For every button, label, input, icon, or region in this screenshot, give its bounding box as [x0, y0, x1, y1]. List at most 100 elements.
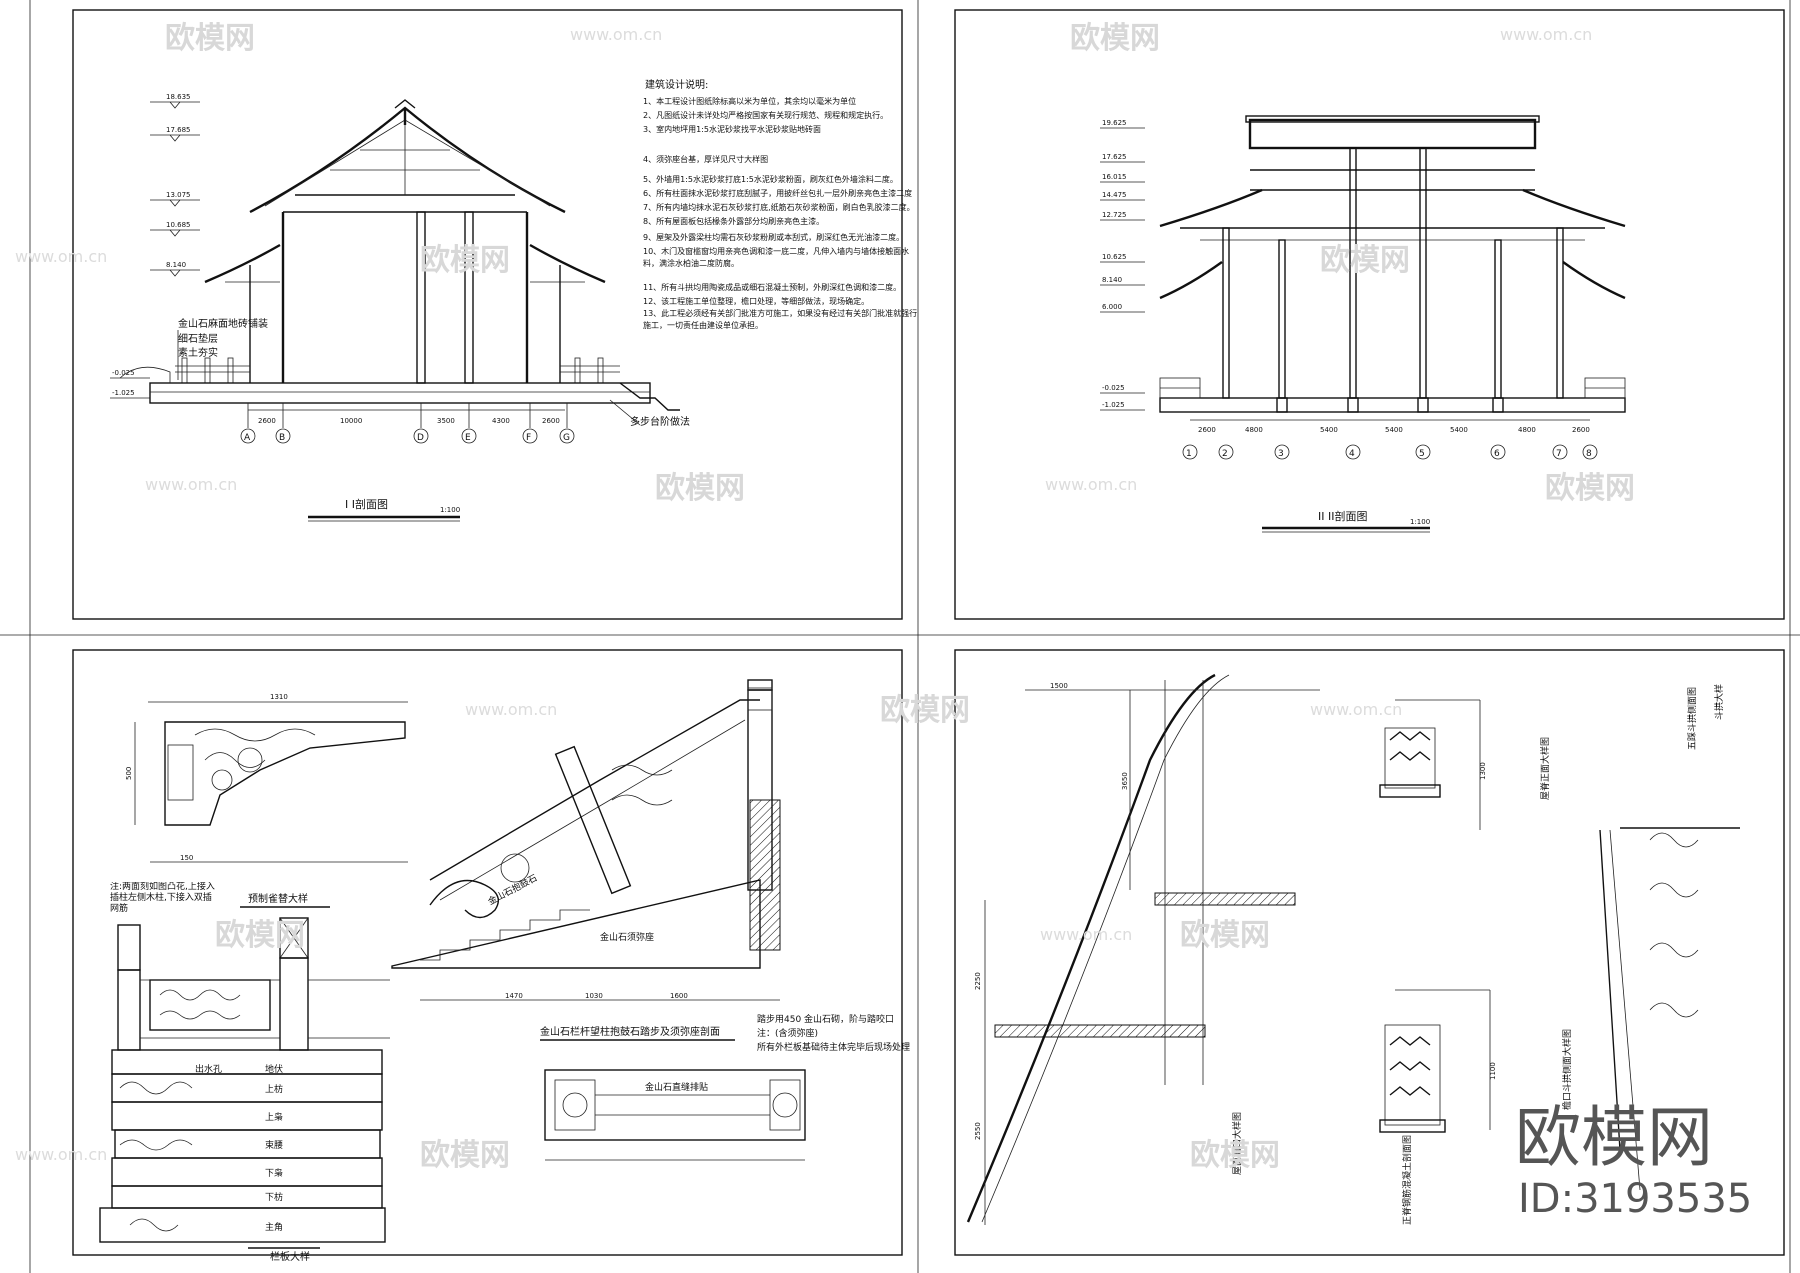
svg-text:10.625: 10.625: [1102, 253, 1127, 261]
svg-text:-0.025: -0.025: [1102, 384, 1125, 392]
watermark-brand-large: 欧模网: [1515, 1099, 1713, 1176]
svg-text:2250: 2250: [974, 972, 982, 990]
joint-title: 金山石直缝排贴: [645, 1081, 708, 1093]
svg-text:5: 5: [1419, 449, 1425, 459]
drawing-title: II II剖面图: [1318, 509, 1367, 523]
svg-text:8、所有屋面板包括椽条外露部分均刷亲亮色主漆。: 8、所有屋面板包括椽条外露部分均刷亲亮色主漆。: [643, 216, 824, 226]
svg-text:4800: 4800: [1518, 426, 1536, 434]
axis-bubbles-tr: 1 2 3 4 5 6 7 8: [1182, 444, 1598, 460]
svg-text:6、所有柱面抹水泥砂浆打底刮腻子，用披纤丝包扎一层外刷亲亮色: 6、所有柱面抹水泥砂浆打底刮腻子，用披纤丝包扎一层外刷亲亮色主漆二度: [643, 188, 912, 198]
svg-text:4300: 4300: [492, 417, 510, 425]
svg-text:6.000: 6.000: [1102, 303, 1122, 311]
svg-text:1300: 1300: [1479, 762, 1487, 780]
panel-frame-bl: [72, 649, 903, 1256]
drawing-scale: 1:100: [1410, 518, 1430, 526]
stair-title: 金山石栏杆望柱抱鼓石踏步及须弥座剖面: [540, 1025, 720, 1038]
svg-text:8: 8: [1586, 449, 1592, 459]
svg-text:1: 1: [1186, 449, 1192, 459]
dimension-line-tl: 2600 10000 3500 4300 2600: [248, 409, 565, 425]
watermark-url: www.om.cn: [1040, 925, 1132, 944]
watermark-url: www.om.cn: [570, 25, 662, 44]
watermark-brand: 欧模网: [165, 21, 255, 56]
roof-slope-section: 2250 2550 3650 1500 屋面檐口大样图: [966, 673, 1320, 1225]
podium-profile: 出水孔 地伏 上枋 上枭 束腰 下枭 下枋 主角 栏板大样: [99, 1049, 386, 1263]
panel-detail-eave: 2250 2550 3650 1500 屋面檐口大样图 1300 1100: [954, 649, 1785, 1256]
watermark-brand: 欧模网: [1545, 471, 1635, 506]
panel-section-1-1: 18.635 17.685 13.075 10.685 8.140 -0.025…: [72, 9, 917, 620]
svg-text:16.015: 16.015: [1102, 173, 1127, 181]
layer-label: 主角: [265, 1221, 283, 1233]
svg-text:G: G: [563, 433, 570, 443]
layer-label: 下枭: [265, 1167, 283, 1179]
svg-text:注：(含须弥座): 注：(含须弥座): [757, 1027, 818, 1039]
ridge-detail: 屋脊正面大样图 檐口斗拱侧面大样图 五踩斗拱侧面图 斗拱大样: [1539, 684, 1740, 1191]
svg-text:1310: 1310: [270, 693, 288, 701]
elev-label: -1.025: [112, 389, 135, 397]
dougong-detail-upper: 1300: [1379, 699, 1487, 830]
svg-text:2550: 2550: [974, 1122, 982, 1140]
dimension-line-tr: 2600 4800 5400 5400 5400 4800 2600: [1190, 419, 1590, 434]
watermark-layer: 欧模网 欧模网 欧模网 欧模网 欧模网 欧模网 欧模网 欧模网 欧模网 欧模网 …: [15, 21, 1752, 1222]
watermark-brand: 欧模网: [880, 693, 970, 728]
svg-text:檐口斗拱侧面大样图: 檐口斗拱侧面大样图: [1561, 1029, 1573, 1110]
svg-text:1500: 1500: [1050, 682, 1068, 690]
joint-plan: 金山石直缝排贴: [544, 1069, 806, 1161]
notes-title: 建筑设计说明:: [645, 78, 708, 91]
svg-text:7: 7: [1556, 449, 1562, 459]
material-label: 细石垫层: [178, 332, 218, 345]
panel-frame-tr: [954, 9, 1785, 620]
svg-text:1600: 1600: [670, 992, 688, 1000]
svg-text:2600: 2600: [542, 417, 560, 425]
material-label: 金山石麻面地砖铺装: [178, 317, 268, 330]
svg-text:五踩斗拱侧面图: 五踩斗拱侧面图: [1686, 687, 1698, 750]
watermark-url: www.om.cn: [465, 700, 557, 719]
drawing-title-tl: I I剖面图 1:100: [308, 497, 460, 522]
svg-text:3500: 3500: [437, 417, 455, 425]
watermark-url: www.om.cn: [145, 475, 237, 494]
elev-label: 8.140: [166, 261, 186, 269]
layer-label: 地伏: [265, 1063, 283, 1075]
watermark-brand: 欧模网: [420, 1138, 510, 1173]
svg-text:D: D: [417, 433, 424, 443]
railing-title: 栏板大样: [270, 1250, 310, 1263]
svg-text:17.625: 17.625: [1102, 153, 1127, 161]
axis-bubbles-tl: A B D E F G: [240, 403, 575, 444]
material-callouts: 金山石麻面地砖铺装 细石垫层 素土夯实 多步台阶做法: [177, 317, 690, 428]
svg-text:7、所有内墙均抹水泥石灰砂浆打底,纸筋石灰砂浆粉面，刷白色乳: 7、所有内墙均抹水泥石灰砂浆打底,纸筋石灰砂浆粉面，刷白色乳胶漆二度。: [643, 202, 915, 212]
svg-text:4800: 4800: [1245, 426, 1263, 434]
watermark-brand: 欧模网: [1320, 243, 1410, 278]
svg-text:金山石须弥座: 金山石须弥座: [600, 931, 654, 943]
watermark-url: www.om.cn: [1500, 25, 1592, 44]
watermark-brand: 欧模网: [215, 918, 305, 953]
svg-text:正脊钢筋混凝土剖面图: 正脊钢筋混凝土剖面图: [1401, 1135, 1413, 1225]
svg-text:5400: 5400: [1450, 426, 1468, 434]
svg-text:5、外墙用1:5水泥砂浆打底1:5水泥砂浆粉面，刷灰红色外墙: 5、外墙用1:5水泥砂浆打底1:5水泥砂浆粉面，刷灰红色外墙涂料二度。: [643, 174, 898, 184]
design-notes: 建筑设计说明: 1、本工程设计图纸除标高以米为单位，其余均以毫米为单位 2、凡图…: [643, 78, 917, 330]
step-label: 多步台阶做法: [630, 415, 690, 428]
svg-text:1100: 1100: [1489, 1062, 1497, 1080]
svg-text:500: 500: [125, 767, 133, 780]
elevation-markers-tl: 18.635 17.685 13.075 10.685 8.140 -0.025…: [110, 93, 200, 399]
elevation-markers-tr: 19.625 17.625 16.015 14.475 12.725 10.62…: [1100, 119, 1145, 411]
svg-text:2600: 2600: [1198, 426, 1216, 434]
svg-text:B: B: [279, 433, 285, 443]
svg-text:4、须弥座台基，厚详见尺寸大样图: 4、须弥座台基，厚详见尺寸大样图: [643, 154, 768, 164]
watermark-brand: 欧模网: [1190, 1138, 1280, 1173]
material-label: 素土夯实: [178, 346, 218, 359]
layer-label: 上枭: [265, 1111, 283, 1123]
svg-text:14.475: 14.475: [1102, 191, 1127, 199]
watermark-brand: 欧模网: [420, 243, 510, 278]
panel-frame-tl: [72, 9, 903, 620]
svg-text:9、屋架及外露梁柱均需石灰砂浆粉刷或本刮式，刷深红色无光油漆: 9、屋架及外露梁柱均需石灰砂浆粉刷或本刮式，刷深红色无光油漆二度。: [643, 232, 904, 242]
panel-section-2-2: 19.625 17.625 16.015 14.475 12.725 10.62…: [954, 9, 1785, 620]
elev-label: -0.025: [112, 369, 135, 377]
bracket-title: 预制雀替大样: [248, 892, 308, 905]
svg-text:屋面檐口大样图: 屋面檐口大样图: [1231, 1112, 1243, 1175]
elev-label: 13.075: [166, 191, 191, 199]
svg-text:2600: 2600: [1572, 426, 1590, 434]
bracket-detail: 1310 500 150 预制雀替大样 注:两面刻如图凸花,上接入插柱左侧木柱,…: [110, 693, 408, 914]
svg-text:3650: 3650: [1121, 772, 1129, 790]
svg-text:F: F: [526, 433, 531, 443]
drawing-title: I I剖面图: [345, 497, 388, 511]
watermark-brand: 欧模网: [1180, 918, 1270, 953]
